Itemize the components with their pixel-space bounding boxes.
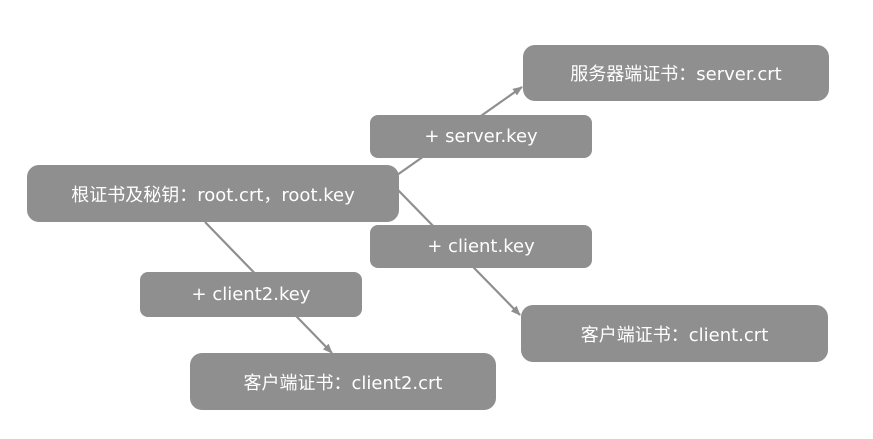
edge-label-client2-key: + client2.key bbox=[140, 272, 362, 317]
server-cert-label: 服务器端证书：server.crt bbox=[570, 64, 782, 85]
root-cert-label: 根证书及秘钥：root.crt，root.key bbox=[71, 184, 355, 206]
edge-label-client-key-text: + client.key bbox=[427, 236, 535, 257]
server-cert-node: 服务器端证书：server.crt bbox=[523, 45, 829, 101]
client2-cert-node: 客户端证书：client2.crt bbox=[190, 353, 496, 410]
client-cert-node: 客户端证书：client.crt bbox=[521, 305, 828, 362]
client-cert-label: 客户端证书：client.crt bbox=[580, 324, 769, 346]
edge-label-client2-key-text: + client2.key bbox=[191, 284, 311, 305]
edge-label-server-key: + server.key bbox=[370, 115, 592, 158]
root-cert-node: 根证书及秘钥：root.crt，root.key bbox=[27, 165, 399, 222]
client2-cert-label: 客户端证书：client2.crt bbox=[243, 372, 443, 394]
edge-label-client-key: + client.key bbox=[370, 225, 592, 268]
edge-label-server-key-text: + server.key bbox=[424, 126, 538, 147]
